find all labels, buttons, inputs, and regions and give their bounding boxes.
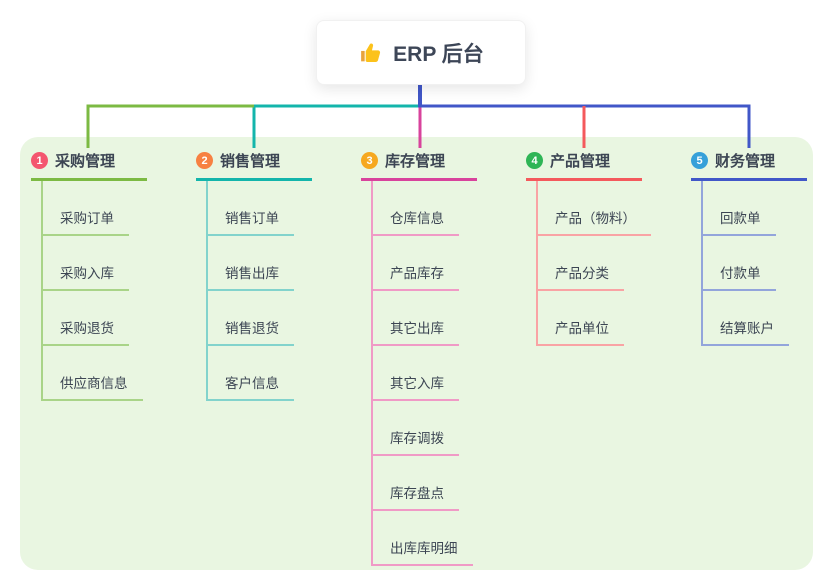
node-settlement-account[interactable]: 结算账户 xyxy=(703,291,789,346)
root-node[interactable]: ERP 后台 xyxy=(316,20,526,85)
branch-node-finance-management[interactable]: 5 财务管理 xyxy=(691,146,807,181)
node-purchase-inbound[interactable]: 采购入库 xyxy=(43,236,129,291)
node-outbound-detail[interactable]: 出库库明细 xyxy=(373,511,473,566)
branch-product-management: 4 产品管理 产品（物料） 产品分类 产品单位 xyxy=(526,146,656,346)
branch-sales-management: 2 销售管理 销售订单 销售出库 销售退货 客户信息 xyxy=(196,146,326,401)
node-product-category[interactable]: 产品分类 xyxy=(538,236,624,291)
thumbs-up-icon xyxy=(358,40,383,65)
node-customer-info[interactable]: 客户信息 xyxy=(208,346,294,401)
branch-number-badge: 4 xyxy=(526,152,543,169)
node-purchase-return[interactable]: 采购退货 xyxy=(43,291,129,346)
branch-node-purchase-management[interactable]: 1 采购管理 xyxy=(31,146,147,181)
node-sales-outbound[interactable]: 销售出库 xyxy=(208,236,294,291)
children-group: 销售订单 销售出库 销售退货 客户信息 xyxy=(206,181,294,401)
node-supplier-info[interactable]: 供应商信息 xyxy=(43,346,143,401)
node-sales-order[interactable]: 销售订单 xyxy=(208,181,294,236)
mindmap-background-panel xyxy=(20,137,813,570)
branch-label: 产品管理 xyxy=(550,153,611,170)
branch-label: 库存管理 xyxy=(385,153,446,170)
node-warehouse-info[interactable]: 仓库信息 xyxy=(373,181,459,236)
children-group: 产品（物料） 产品分类 产品单位 xyxy=(536,181,651,346)
branch-label: 财务管理 xyxy=(715,153,776,170)
node-receipt-doc[interactable]: 回款单 xyxy=(703,181,776,236)
children-group: 回款单 付款单 结算账户 xyxy=(701,181,789,346)
node-stock-count[interactable]: 库存盘点 xyxy=(373,456,459,511)
branch-number-badge: 1 xyxy=(31,152,48,169)
branch-number-badge: 5 xyxy=(691,152,708,169)
children-group: 采购订单 采购入库 采购退货 供应商信息 xyxy=(41,181,143,401)
children-group: 仓库信息 产品库存 其它出库 其它入库 库存调拨 库存盘点 出库库明细 xyxy=(371,181,473,566)
branch-node-sales-management[interactable]: 2 销售管理 xyxy=(196,146,312,181)
branch-finance-management: 5 财务管理 回款单 付款单 结算账户 xyxy=(691,146,821,346)
branch-node-inventory-management[interactable]: 3 库存管理 xyxy=(361,146,477,181)
node-other-outbound[interactable]: 其它出库 xyxy=(373,291,459,346)
branch-number-badge: 2 xyxy=(196,152,213,169)
node-product-material[interactable]: 产品（物料） xyxy=(538,181,651,236)
node-purchase-order[interactable]: 采购订单 xyxy=(43,181,129,236)
branch-label: 销售管理 xyxy=(220,153,281,170)
node-other-inbound[interactable]: 其它入库 xyxy=(373,346,459,401)
branch-label: 采购管理 xyxy=(55,153,116,170)
branch-purchase-management: 1 采购管理 采购订单 采购入库 采购退货 供应商信息 xyxy=(31,146,161,401)
node-sales-return[interactable]: 销售退货 xyxy=(208,291,294,346)
branch-node-product-management[interactable]: 4 产品管理 xyxy=(526,146,642,181)
node-product-unit[interactable]: 产品单位 xyxy=(538,291,624,346)
branch-number-badge: 3 xyxy=(361,152,378,169)
node-product-stock[interactable]: 产品库存 xyxy=(373,236,459,291)
node-payment-doc[interactable]: 付款单 xyxy=(703,236,776,291)
root-label: ERP 后台 xyxy=(393,42,484,66)
branch-inventory-management: 3 库存管理 仓库信息 产品库存 其它出库 其它入库 库存调拨 库存盘点 出库库… xyxy=(361,146,491,566)
node-stock-transfer[interactable]: 库存调拨 xyxy=(373,401,459,456)
